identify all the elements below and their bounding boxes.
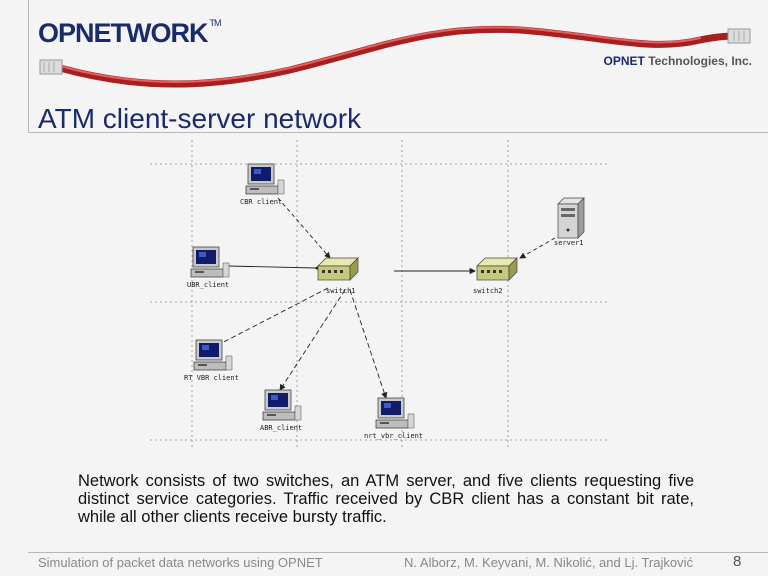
node-ubr-client: UBR_client [187,246,230,289]
company-strong: OPNET [603,54,645,68]
diagram-links [215,197,556,399]
node-switch2: switch2 [473,257,518,295]
trademark-mark: TM [209,18,222,28]
abr-client-label: ABR_client [260,424,302,432]
link-switch1-nrtvbr [349,289,388,399]
rj45-connector-left [39,59,63,75]
nrt-vbr-client-label: nrt_vbr_client [364,432,423,440]
header-horizontal-rule [28,132,768,133]
cbr-client-label: CBR client [240,198,282,206]
slide-title: ATM client-server network [38,103,362,134]
node-server: server1 [554,197,585,247]
header-vertical-rule [28,0,29,132]
network-diagram: CBR client UBR_client switch1 switch2 se… [150,140,610,450]
diagram-grid [150,140,610,450]
link-cbr-switch1 [277,197,331,259]
brand-name: OPNETWORK [38,18,208,48]
rt-vbr-client-label: RT VBR client [184,374,239,382]
node-switch1: switch1 [317,257,359,295]
switch2-label: switch2 [473,287,503,295]
link-server-switch2 [519,237,556,259]
server-label: server1 [554,239,584,247]
footer-presentation-title: Simulation of packet data networks using… [38,555,323,570]
link-switch1-abr [279,289,346,391]
ubr-client-label: UBR_client [187,281,229,289]
node-abr-client: ABR_client [260,389,302,432]
switch1-label: switch1 [326,287,356,295]
node-cbr-client: CBR client [240,163,285,206]
node-rt-vbr-client: RT VBR client [184,339,239,382]
rj45-connector-right [727,28,751,44]
network-cable-graphic [39,25,751,88]
footer-rule [28,552,768,553]
link-switch1-ubr [227,264,321,272]
page-number: 8 [733,553,742,570]
company-name: OPNET Technologies, Inc. [604,54,752,68]
node-nrt-vbr-client: nrt_vbr_client [364,397,423,440]
link-switch1-rtvbr [215,287,329,347]
slide-description: Network consists of two switches, an ATM… [78,472,694,526]
footer-authors: N. Alborz, M. Keyvani, M. Nikolić, and L… [404,555,693,570]
company-rest: Technologies, Inc. [644,54,752,68]
